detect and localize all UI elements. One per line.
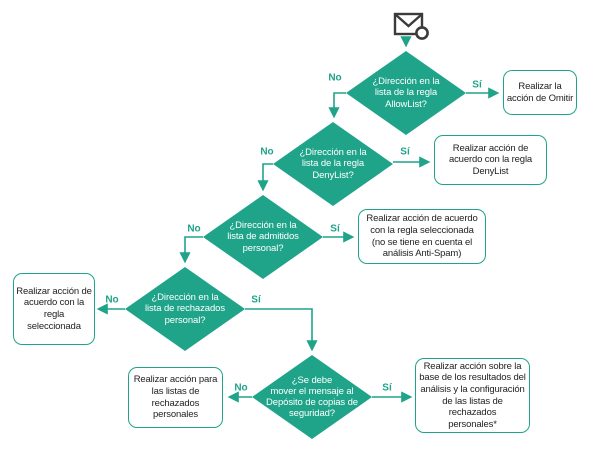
action-regla-seleccionada: Realizar acción de acuerdo con la regla … bbox=[13, 273, 95, 345]
label-no-denylist: No bbox=[260, 146, 274, 158]
label-yes-deposito: Sí bbox=[382, 382, 392, 394]
label-no-admitidos: No bbox=[187, 223, 201, 235]
arrow-rechazados-yes bbox=[245, 308, 318, 352]
action-omitir: Realizar la acción de Omitir bbox=[503, 70, 577, 115]
label-yes-allowlist: Sí bbox=[472, 79, 482, 91]
action-listas-rechazados: Realizar acción para las listas de recha… bbox=[128, 367, 223, 428]
action-denylist: Realizar acción de acuerdo con la regla … bbox=[434, 135, 547, 185]
label-yes-denylist: Sí bbox=[400, 146, 410, 158]
label-no-deposito: No bbox=[234, 382, 248, 394]
label-yes-rechazados: Sí bbox=[251, 294, 261, 306]
arrow-denylist-no bbox=[257, 163, 273, 192]
action-regla-seleccionada-antispam: Realizar acción de acuerdo con la regla … bbox=[358, 209, 486, 264]
label-yes-admitidos: Sí bbox=[330, 223, 340, 235]
arrow-allowlist-no bbox=[328, 92, 346, 119]
label-no-allowlist: No bbox=[328, 72, 342, 84]
arrow-admitidos-no bbox=[179, 236, 203, 264]
mail-icon bbox=[393, 12, 429, 40]
label-no-rechazados: No bbox=[105, 294, 119, 306]
action-resultados-analisis: Realizar acción sobre la base de los res… bbox=[415, 358, 530, 433]
